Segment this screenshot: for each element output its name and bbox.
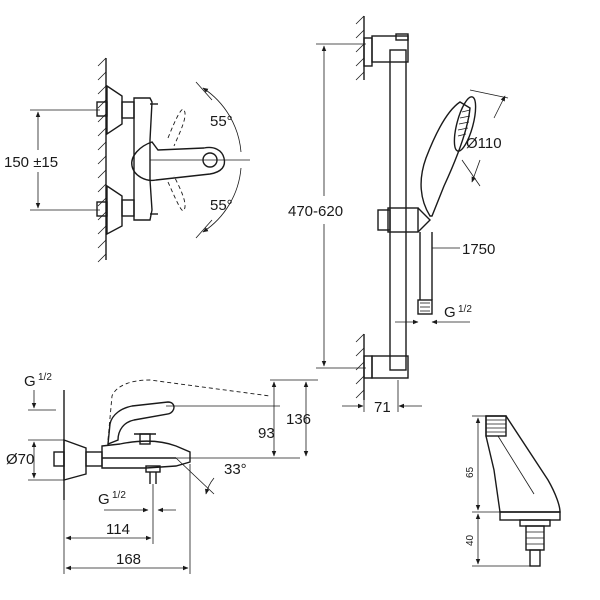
wall-hatch [97, 57, 107, 263]
escutcheon-upper [106, 84, 123, 136]
spout-reach-label: 114 [106, 521, 130, 538]
wall-hatch-top [355, 15, 365, 81]
angle-arc [205, 477, 215, 495]
eccentric-upper [121, 101, 135, 119]
connector-nut [519, 519, 551, 527]
escutcheon-diameter-label: Ø70 [6, 451, 34, 468]
lever-position-down [167, 175, 186, 212]
connector-detail: 65 40 [465, 415, 561, 567]
diameter-label: Ø110 [466, 135, 502, 152]
hose-nut [417, 299, 433, 315]
overall-depth-label: 168 [116, 551, 141, 568]
diverter [139, 433, 151, 445]
diameter-dim [493, 95, 506, 119]
connector-lower-label: 40 [465, 534, 476, 546]
inlet-thread-left-label: G [24, 373, 36, 390]
connector-body [485, 415, 561, 513]
angle-label-upper: 55° [210, 113, 233, 130]
bracket-arm-bottom [371, 355, 409, 379]
eccentric [85, 451, 103, 467]
shower-rail-view: Ø110 1750 G 1/2 470-620 [288, 15, 509, 416]
mixer-body [133, 97, 153, 221]
connector-upper-label: 65 [465, 466, 476, 478]
hose-thread-fraction: 1/2 [458, 304, 472, 315]
angle-arc-lower [202, 167, 242, 233]
angle-leader-lower [195, 219, 213, 239]
angle-leader-upper [195, 81, 213, 101]
angle-line [175, 457, 215, 495]
body-contour [497, 435, 535, 495]
spout-outlet [145, 465, 161, 473]
inlet-thread-bottom-fraction: 1/2 [112, 490, 126, 501]
rail-height-label: 470-620 [288, 203, 343, 220]
inlet-thread-left-fraction: 1/2 [38, 372, 52, 383]
mixer-body [101, 440, 191, 469]
hand-shower-handle [420, 101, 471, 217]
hose-thread-label: G [444, 304, 456, 321]
connector-thread [485, 415, 507, 437]
spacing-label: 150 ±15 [4, 154, 58, 171]
wall-bracket-bottom [363, 355, 373, 379]
escutcheon-lower [106, 184, 123, 236]
wall-bracket-top [363, 37, 373, 67]
spray-nozzles [457, 109, 471, 137]
escutcheon [63, 439, 87, 481]
lever-position-up [167, 108, 186, 147]
lever-handle [107, 401, 175, 446]
diameter-ext-lower [461, 159, 481, 187]
spout-angle-label: 33° [224, 461, 247, 478]
bracket-cap [395, 33, 409, 41]
rail-offset-label: 71 [374, 399, 391, 416]
hose-length-label: 1750 [462, 241, 495, 258]
slider-knob [377, 209, 391, 231]
side-view: 33° 93 136 G 1/2 Ø70 G 1/2 114 168 [6, 372, 318, 574]
spout-height-label: 93 [258, 425, 275, 442]
angle-arc-upper [202, 87, 242, 153]
slider-holder [417, 207, 431, 233]
angle-label-lower: 55° [210, 197, 233, 214]
lever-travel [107, 379, 271, 441]
diameter-ext-upper [469, 89, 509, 99]
inlet-thread-bottom-label: G [98, 491, 110, 508]
eccentric-lower [121, 199, 135, 217]
connector-tip [529, 549, 541, 567]
front-view: 55° 55° 150 ±15 [4, 57, 250, 263]
inlet-stub [53, 451, 65, 467]
hand-shower-head [453, 96, 477, 152]
diameter-dim [471, 159, 481, 183]
slider-body [387, 207, 419, 233]
lever-handle [131, 141, 226, 182]
wall-hatch-bottom [355, 333, 365, 399]
lever-height-label: 136 [286, 411, 311, 428]
connector-base [499, 511, 561, 521]
